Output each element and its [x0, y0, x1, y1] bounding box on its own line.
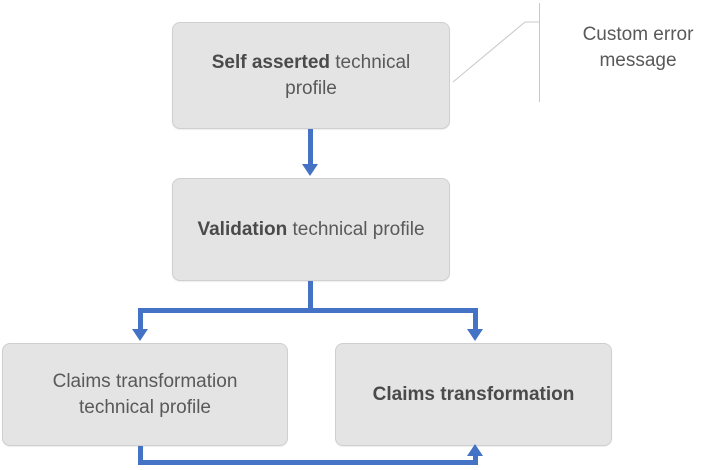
node-validation-label-bold: Validation [197, 218, 288, 240]
connector-self-asserted-to-validation-shaft [308, 129, 313, 165]
node-self-asserted-technical-profile[interactable]: Self asserted technical profile [172, 22, 450, 129]
node-claims-transformation-technical-profile[interactable]: Claims transformation technical profile [2, 343, 288, 446]
node-claims-transformation-label-bold: Claims transformation [372, 383, 575, 405]
node-claims-transformation[interactable]: Claims transformation [335, 343, 612, 446]
node-self-asserted-label: Self asserted technical profile [187, 50, 435, 100]
connector-feedback-loop-bar [138, 460, 478, 465]
arrow-head-up-to-claims-transformation [467, 444, 483, 456]
connector-feedback-loop-right-rise [473, 455, 478, 463]
connector-fork-left-drop [138, 308, 143, 331]
node-validation-label: Validation technical profile [187, 217, 435, 242]
connector-validation-fork-bar [138, 308, 478, 313]
node-claims-transformation-label: Claims transformation [350, 382, 597, 407]
connector-validation-fork-stem [308, 281, 313, 312]
node-claims-transformation-technical-profile-label-rest: Claims transformation technical profile [52, 371, 238, 418]
arrow-head-down-to-validation [302, 164, 318, 176]
callout-leader-line [452, 21, 539, 83]
arrow-head-down-to-claims-transformation-technical-profile [132, 329, 148, 341]
connector-fork-right-drop [473, 308, 478, 331]
node-self-asserted-label-rest: technical profile [285, 52, 411, 99]
node-self-asserted-label-bold: Self asserted [211, 52, 330, 74]
connector-feedback-loop-left-drop [138, 446, 143, 465]
arrow-head-down-to-claims-transformation [467, 329, 483, 341]
node-validation-label-rest: technical profile [287, 218, 425, 240]
node-validation-technical-profile[interactable]: Validation technical profile [172, 178, 450, 281]
node-claims-transformation-technical-profile-label: Claims transformation technical profile [17, 369, 273, 419]
callout-bracket-line [539, 3, 540, 102]
callout-custom-error-message-label: Custom error message [582, 24, 694, 71]
